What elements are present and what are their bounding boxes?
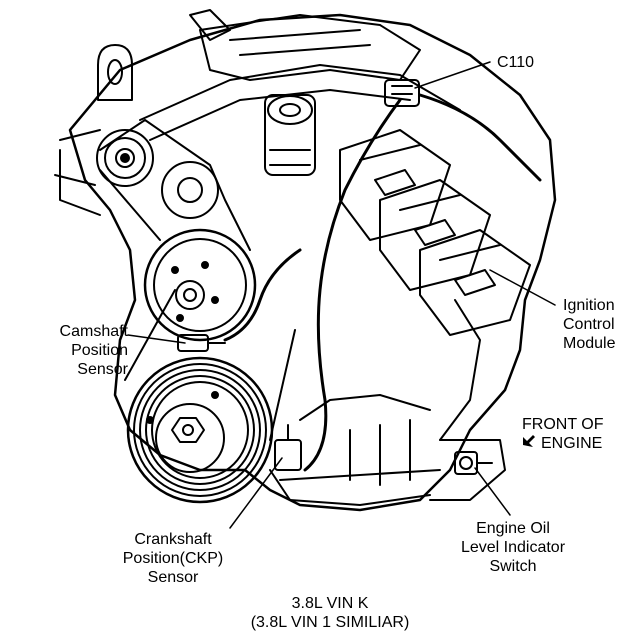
front-arrow-icon xyxy=(523,435,535,447)
leader-crankshaft xyxy=(229,457,283,529)
crankshaft-balancer xyxy=(126,356,274,504)
c110-label: C110 xyxy=(497,54,535,71)
crankshaft-label-line2: Position(CKP) xyxy=(122,550,224,567)
oil-label-line2: Level Indicator xyxy=(460,539,566,556)
ignition-label-line2: Control xyxy=(563,316,615,333)
oil-label-line3: Switch xyxy=(489,558,537,575)
leader-ignition xyxy=(489,269,556,306)
camshaft-label-line3: Sensor xyxy=(77,361,128,378)
diagram-caption: 3.8L VIN K (3.8L VIN 1 SIMILIAR) xyxy=(230,594,430,632)
ckp-sensor xyxy=(274,424,302,471)
oil-pan xyxy=(429,439,506,501)
caption-line1: 3.8L VIN K xyxy=(291,595,369,612)
front-label-engine: ENGINE xyxy=(541,435,603,452)
front-label-line2: ENGINE xyxy=(522,434,603,453)
leader-lines xyxy=(127,61,556,529)
ignition-coils xyxy=(339,129,531,336)
ignition-control-module-label: Ignition Control Module xyxy=(563,296,615,353)
engine-block xyxy=(68,13,557,512)
camshaft-label-line2: Position xyxy=(71,342,128,359)
leader-oil-switch xyxy=(474,467,511,516)
c110-connector xyxy=(384,79,420,107)
thermostat-housing xyxy=(264,94,316,176)
ignition-label-line3: Module xyxy=(563,335,616,352)
ignition-label-line1: Ignition xyxy=(563,297,615,314)
front-of-engine-label: FRONT OF ENGINE xyxy=(522,415,603,453)
tensioner-pulley xyxy=(54,129,219,219)
crankshaft-position-sensor-label: Crankshaft Position(CKP) Sensor xyxy=(108,530,238,587)
leader-c110 xyxy=(414,61,491,89)
crankshaft-label-line3: Sensor xyxy=(147,569,199,586)
drive-belt xyxy=(99,119,296,441)
leader-camshaft xyxy=(127,334,186,344)
idler-pulley xyxy=(96,129,154,187)
caption-line2: (3.8L VIN 1 SIMILIAR) xyxy=(250,614,410,631)
oil-level-switch xyxy=(454,451,493,475)
oil-level-switch-label: Engine Oil Level Indicator Switch xyxy=(448,519,578,576)
camshaft-sensor xyxy=(177,334,226,352)
front-label-line1: FRONT OF xyxy=(522,416,604,433)
water-pump-pulley xyxy=(143,228,257,342)
crankshaft-label-line1: Crankshaft xyxy=(134,531,212,548)
lifting-eye xyxy=(97,44,133,101)
wiring-harness xyxy=(223,93,542,472)
camshaft-label-line1: Camshaft xyxy=(59,323,128,340)
oil-label-line1: Engine Oil xyxy=(476,520,550,537)
camshaft-position-sensor-label: Camshaft Position Sensor xyxy=(26,322,128,379)
